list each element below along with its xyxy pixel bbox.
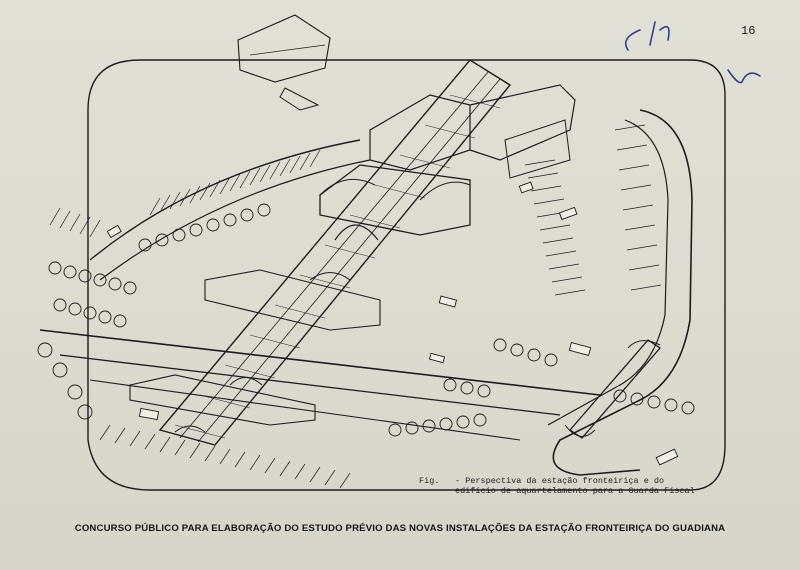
document-footer-title: CONCURSO PÚBLICO PARA ELABORAÇÃO DO ESTU…	[74, 523, 726, 534]
figure-label: Fig.	[419, 476, 440, 486]
pen-mark-arrow	[727, 69, 761, 84]
figure-caption: - Perspectiva da estação fronteiriça e d…	[455, 476, 695, 496]
page-number: 16	[741, 24, 756, 38]
pen-mark-initials	[624, 21, 670, 51]
